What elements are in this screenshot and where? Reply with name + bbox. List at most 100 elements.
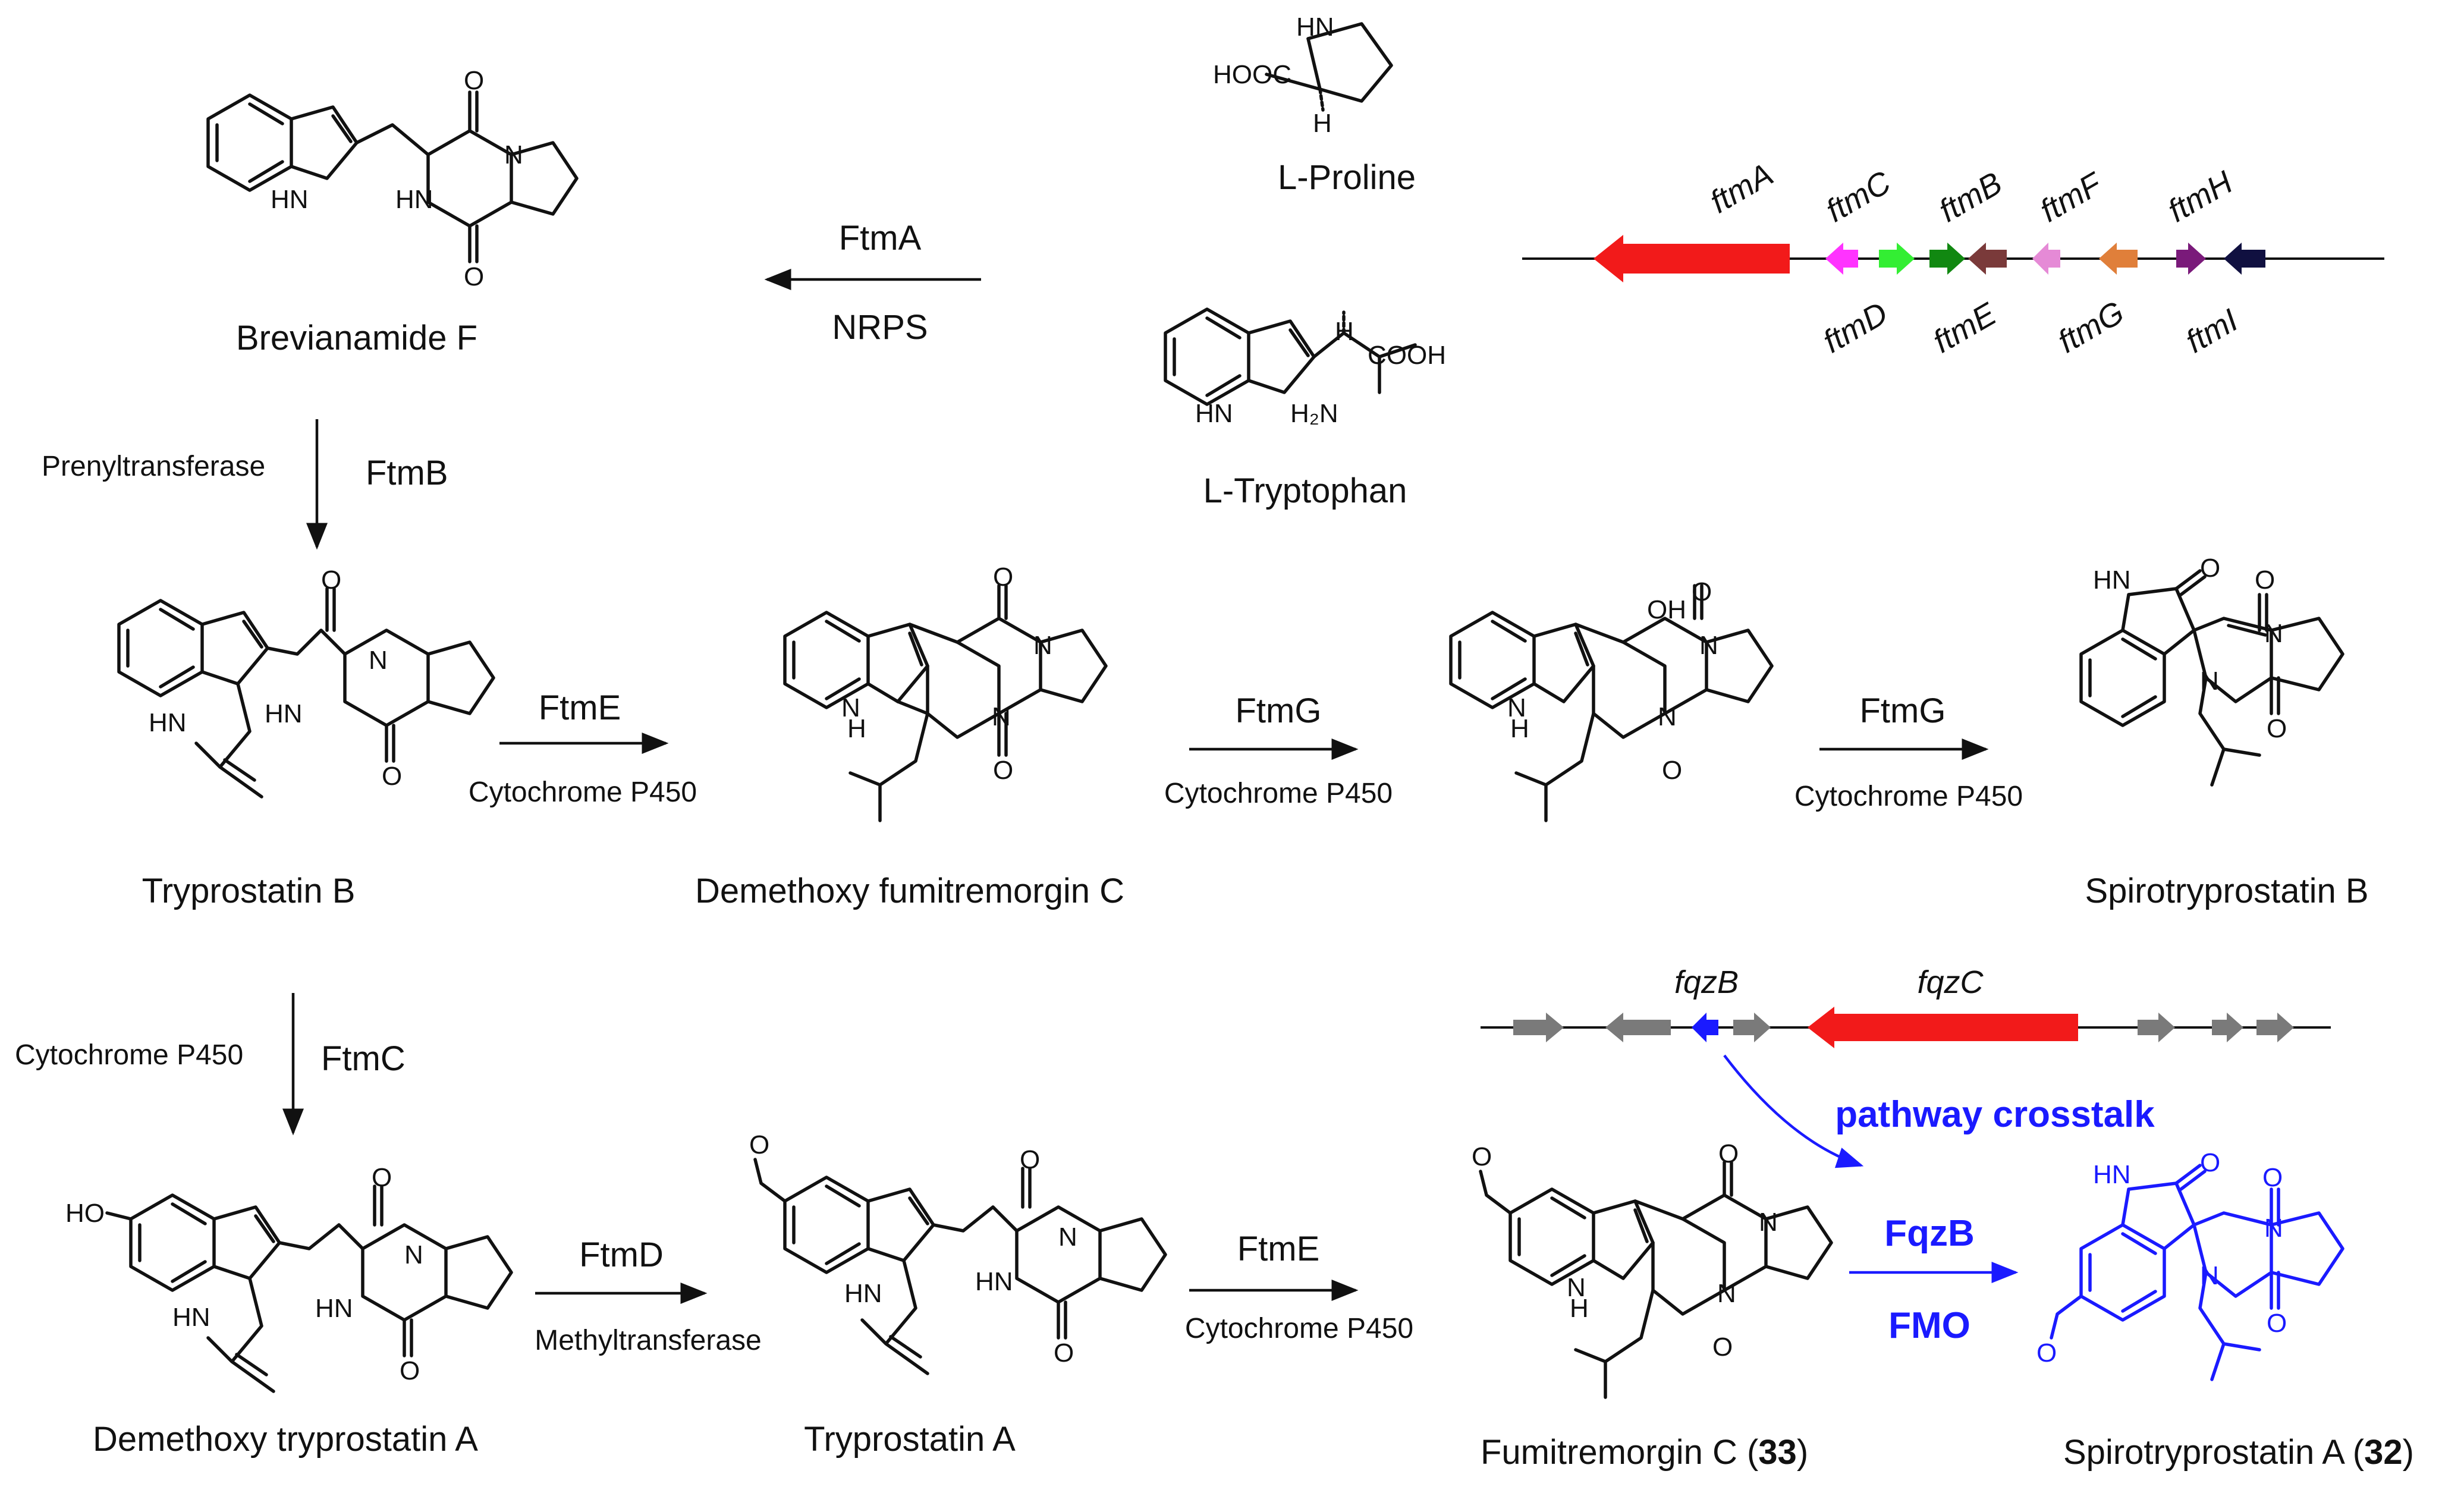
trypb-hn-dkp: HN [265,699,303,728]
ftma-gene-label: ftmA [1704,156,1779,220]
ftme-label-1: FtmE [539,689,621,727]
ftmb-gene-arrow [1929,243,1965,275]
pathway-crosstalk-label: pathway crosstalk [1835,1094,2155,1135]
tryprostatin-b-structure: HN HN N O O [117,565,495,799]
ftmi-gene-label: ftmI [2180,302,2244,360]
tra-hn-indole: HN [844,1279,882,1308]
fqzc-gene-arrow [1808,1007,2078,1048]
dta-o-top: O [372,1163,392,1192]
p450-label-4: Cytochrome P450 [15,1039,243,1071]
fc-o-methoxy: O [1472,1142,1492,1171]
spa-o-methoxy: O [2036,1338,2057,1368]
ftmd-gene-arrow [1879,243,1915,275]
brevianamide-f-structure: HN HN N O O [206,66,579,291]
ftma-gene-arrow [1594,235,1790,282]
ftmb-label: FtmB [366,454,448,492]
nrps-label: NRPS [832,308,928,347]
dfc-n-right: N [1033,631,1052,660]
demethoxy-fumitremorgin-c-label: Demethoxy fumitremorgin C [695,872,1124,910]
prenyltransferase-label: Prenyltransferase [42,451,265,482]
fqz-other-gene-3 [1733,1013,1771,1042]
fumitremorgin-c-structure: O H N N N O O [1472,1139,1833,1399]
fmo-label: FMO [1888,1305,1970,1346]
hyd-o-bottom: O [1662,756,1682,785]
ftmc-gene-label: ftmC [1820,164,1897,229]
brevianamide-f-label: Brevianamide F [236,319,477,357]
methyltransferase-label: Methyltransferase [535,1325,762,1356]
l-tryptophan-structure: HN H COOH H₂N [1164,307,1446,428]
dta-n-atom: N [404,1240,423,1269]
tra-o-bottom: O [1054,1338,1074,1368]
demethoxy-fumitremorgin-c-structure: H N N N O O [783,562,1108,822]
fc-n-left: N [1717,1279,1736,1308]
ftmg-gene-label: ftmG [2052,294,2130,360]
ftmh-gene-arrow [2176,243,2206,275]
spa-hn-atom: HN [2093,1160,2131,1189]
l-proline-label: L-Proline [1278,158,1416,197]
fc-o-top: O [1718,1139,1739,1168]
spa-o-bottom: O [2267,1309,2287,1338]
tryprostatin-a-label: Tryprostatin A [804,1420,1016,1459]
hyd-n-right: N [1699,631,1718,660]
tryprostatin-a-structure: O HN HN N O O [749,1130,1167,1375]
dta-ho-atom: HO [65,1199,105,1228]
fqz-other-gene-2 [1605,1013,1671,1042]
fqzc-gene-label: fqzC [1917,964,1984,1000]
fqzb-label: FqzB [1884,1213,1975,1254]
fumitremorgin-c-label: Fumitremorgin C (33) [1481,1433,1808,1472]
ftmi-gene-arrow [2224,243,2265,275]
l-tryptophan-label: L-Tryptophan [1203,472,1407,510]
fqz-other-gene-5 [2212,1013,2243,1042]
proline-h-atom: H [1313,109,1332,138]
ftme-label-2: FtmE [1237,1230,1320,1268]
trypb-hn-indole: HN [149,708,187,737]
fqz-gene-cluster: fqzB fqzC [1481,964,2331,1048]
ftmb-gene-label: ftmB [1933,165,2008,229]
l-proline-structure: HN HOOC H [1213,12,1393,138]
ftmc-gene-arrow [1825,243,1858,275]
brevianamide-hn-indole: HN [271,185,309,214]
crosstalk-curve-arrow [1723,1054,1864,1168]
proline-hooc-atom: HOOC [1213,60,1291,89]
brevianamide-o-bottom: O [464,262,484,291]
tryprostatin-b-label: Tryprostatin B [142,872,356,910]
fqzb-gene-label: fqzB [1674,964,1739,1000]
dfc-n-indole: N [841,693,860,722]
brevianamide-o-top: O [464,66,484,95]
hyd-n-left: N [1658,702,1677,731]
fqz-other-gene-1 [1513,1013,1564,1042]
spirotryprostatin-a-label: Spirotryprostatin A (32) [2063,1433,2414,1472]
spa-n-right: N [2264,1214,2283,1243]
tra-o-methoxy: O [749,1130,769,1159]
fc-n-right: N [1759,1208,1778,1237]
fc-n-indole: N [1567,1273,1586,1302]
hyd-oh-atom: OH [1647,595,1686,624]
hyd-o-top: O [1692,577,1712,606]
ftma-label: FtmA [839,219,922,257]
hydroxy-intermediate-structure: H N OH O N N O [1449,577,1774,822]
trp-h2n-atom: H₂N [1290,399,1338,428]
spb-o-top: O [2255,565,2275,595]
p450-label-5: Cytochrome P450 [1185,1313,1413,1344]
spa-o-top: O [2262,1163,2283,1192]
tra-o-top: O [1020,1145,1040,1174]
fc-h-atom: H [1570,1294,1589,1323]
ftm-gene-cluster: ftmA ftmC ftmB ftmF ftmH ftmD ftmE ftmG … [1522,156,2384,360]
spb-n-right: N [2264,619,2283,648]
dta-o-bottom: O [400,1356,420,1385]
trp-cooh-atom: COOH [1368,341,1446,370]
ftmd-gene-label: ftmD [1817,295,1894,360]
fqz-other-gene-6 [2256,1013,2294,1042]
trp-h-atom: H [1335,317,1354,346]
hyd-n-indole: N [1507,693,1526,722]
dta-hn-indole: HN [172,1303,210,1332]
p450-label-3: Cytochrome P450 [1794,781,2023,812]
demethoxy-tryprostatin-a-label: Demethoxy tryprostatin A [93,1420,478,1459]
dfc-h-atom: H [847,714,866,743]
spb-hn-atom: HN [2093,565,2131,595]
ftmf-gene-label: ftmF [2034,165,2109,229]
spa-n-left: N [2200,1261,2219,1290]
trypb-n-atom: N [369,646,388,675]
